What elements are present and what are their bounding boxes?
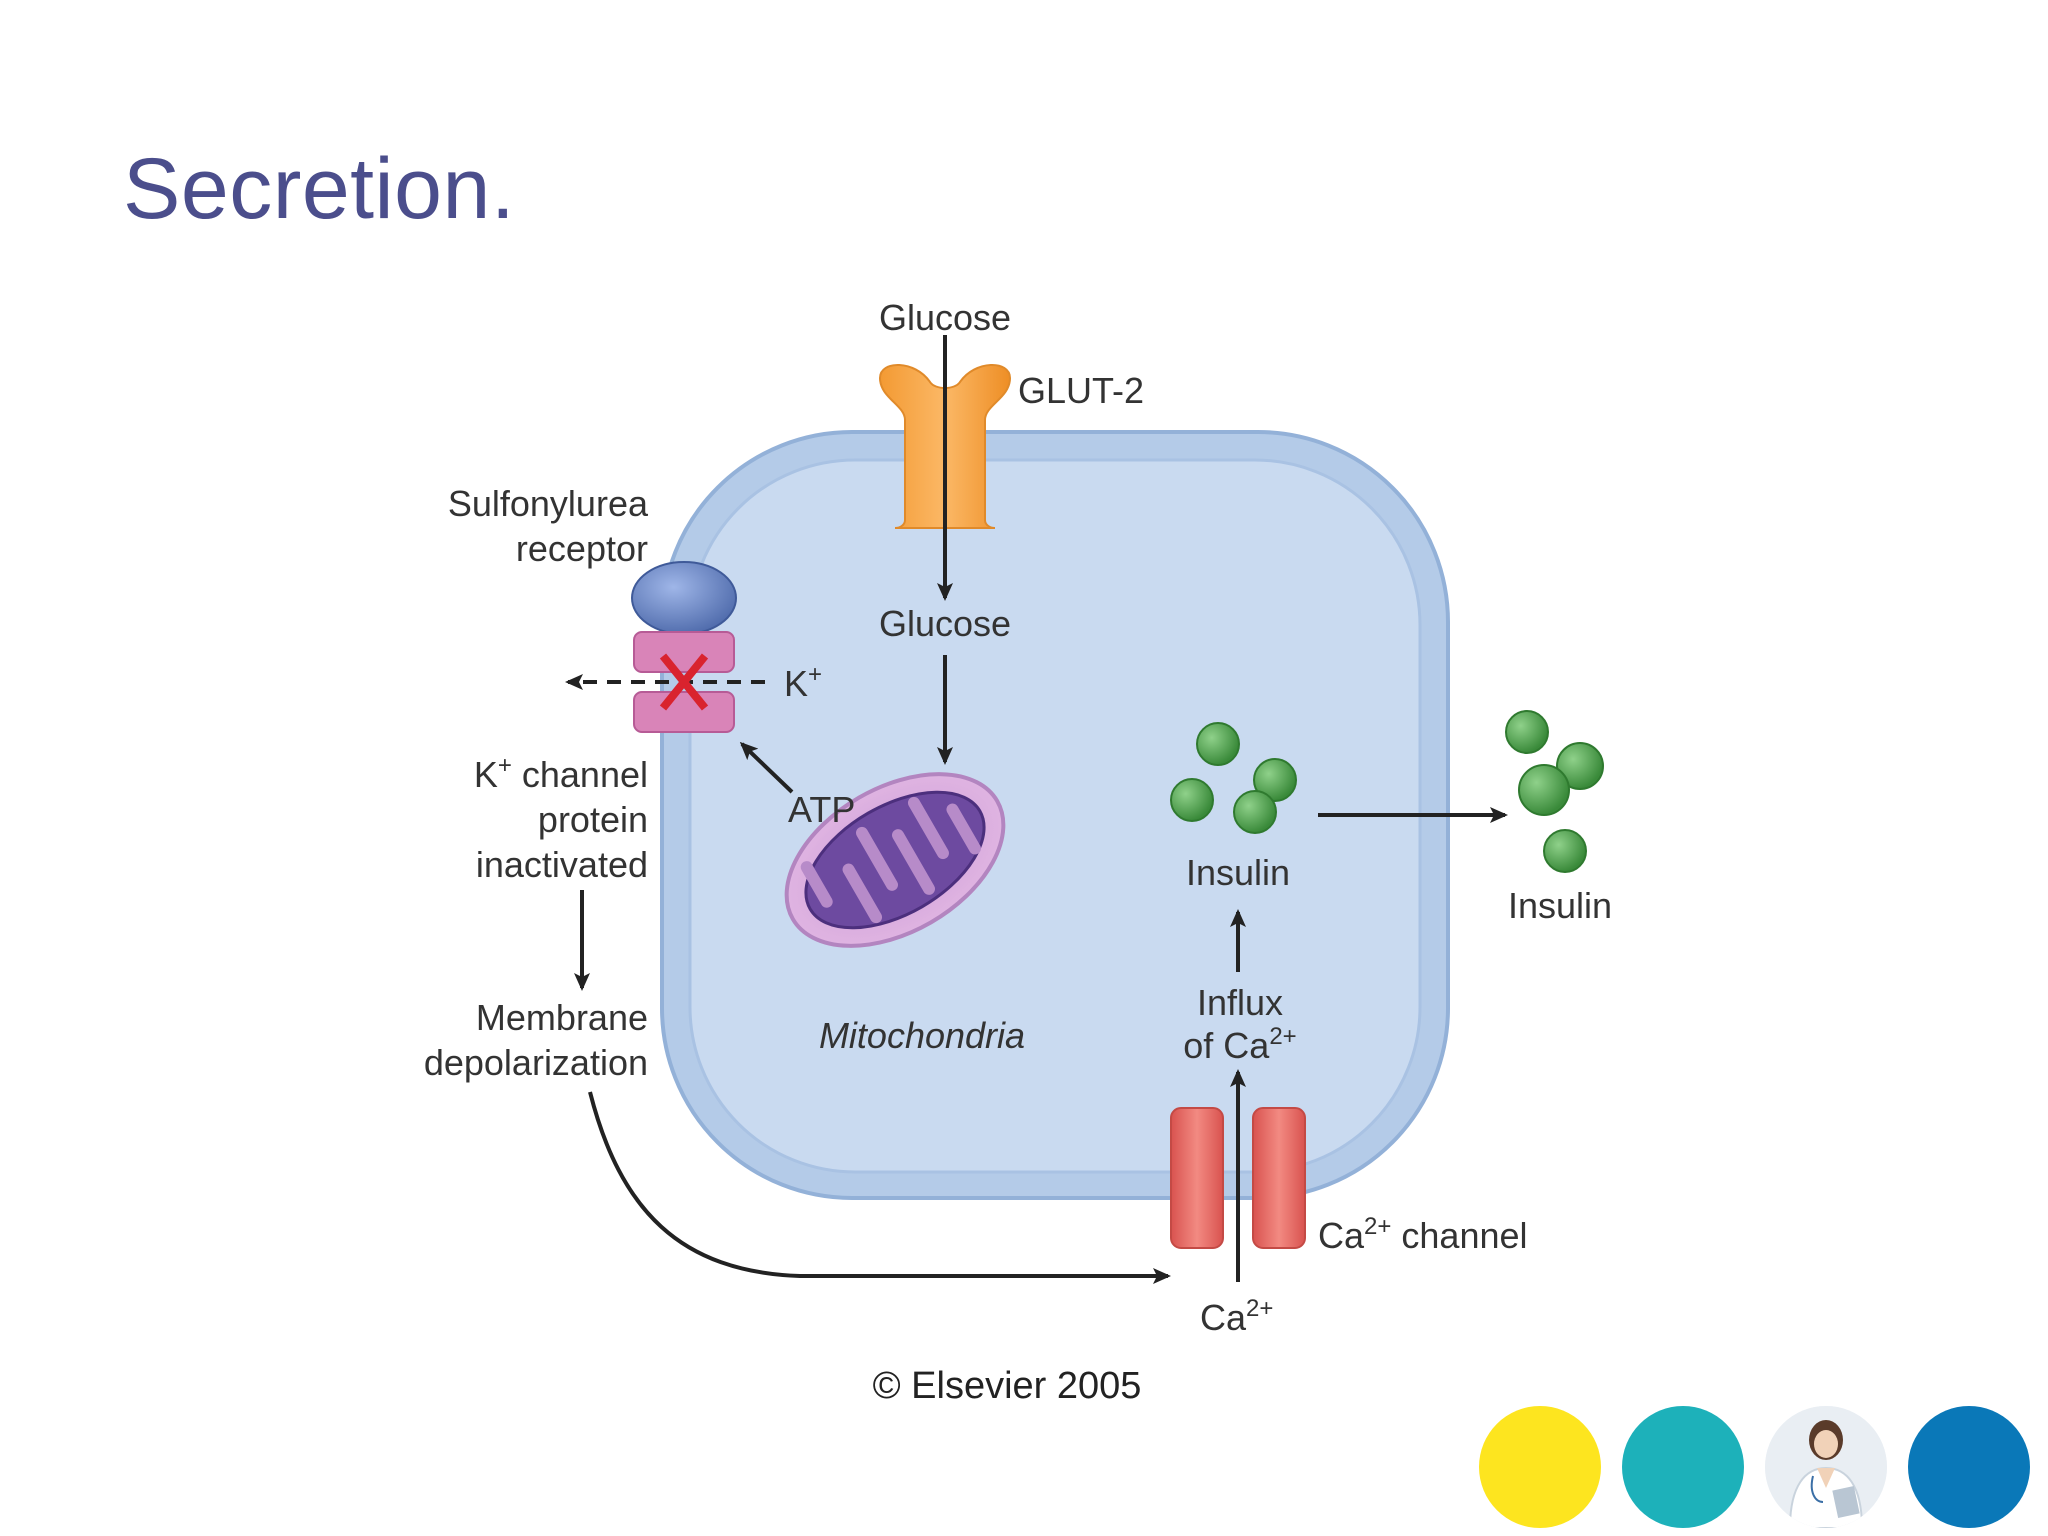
ca-below-label: Ca2+ bbox=[1200, 1295, 1273, 1338]
calcium-channel bbox=[1170, 1107, 1306, 1249]
doctor-figure-icon bbox=[1765, 1406, 1887, 1528]
atp-arrow bbox=[739, 741, 794, 794]
k-channel-lower bbox=[633, 691, 735, 733]
sulfonylurea-label-line1: Sulfonylurea bbox=[448, 483, 649, 524]
blue-circle-icon bbox=[1908, 1406, 2030, 1528]
glucose-outside-label: Glucose bbox=[879, 297, 1011, 338]
insulin-granules-outside bbox=[1505, 710, 1604, 873]
k-channel-label-line1: K+ channel bbox=[474, 752, 648, 795]
teal-circle-icon bbox=[1622, 1406, 1744, 1528]
doctor-photo-icon bbox=[1765, 1406, 1887, 1528]
influx-label-line1: Influx bbox=[1197, 982, 1283, 1023]
k-channel-upper bbox=[633, 631, 735, 673]
atp-label: ATP bbox=[788, 789, 855, 830]
ca-channel-right bbox=[1252, 1107, 1306, 1249]
k-plus-label: K+ bbox=[784, 661, 822, 704]
mitochondria bbox=[784, 772, 1006, 948]
insulin-outside-label: Insulin bbox=[1508, 885, 1612, 926]
membrane-label-line2: depolarization bbox=[424, 1042, 648, 1083]
slide-title: Secretion. bbox=[123, 141, 516, 237]
copyright-label: © Elsevier 2005 bbox=[873, 1365, 1142, 1407]
mitochondria-label: Mitochondria bbox=[819, 1015, 1025, 1056]
k-channel-label-line3: inactivated bbox=[476, 844, 648, 885]
sulfonylurea-label-line2: receptor bbox=[516, 528, 648, 569]
k-channel-label-line2: protein bbox=[538, 799, 648, 840]
glucose-inside-label: Glucose bbox=[879, 603, 1011, 644]
sulfonylurea-receptor bbox=[631, 561, 737, 635]
depolarization-to-ca-arrow bbox=[588, 1091, 1171, 1284]
membrane-label-line1: Membrane bbox=[476, 997, 648, 1038]
yellow-circle-icon bbox=[1479, 1406, 1601, 1528]
x-mark-line-2 bbox=[659, 653, 709, 711]
ca-channel-left bbox=[1170, 1107, 1224, 1249]
influx-label-line2: of Ca2+ bbox=[1183, 1023, 1296, 1066]
ca-channel-label: Ca2+ channel bbox=[1318, 1213, 1528, 1256]
glut2-label: GLUT-2 bbox=[1018, 370, 1144, 411]
insulin-inside-label: Insulin bbox=[1186, 852, 1290, 893]
insulin-granules-inside bbox=[1170, 722, 1297, 834]
katp-channel bbox=[565, 561, 765, 733]
